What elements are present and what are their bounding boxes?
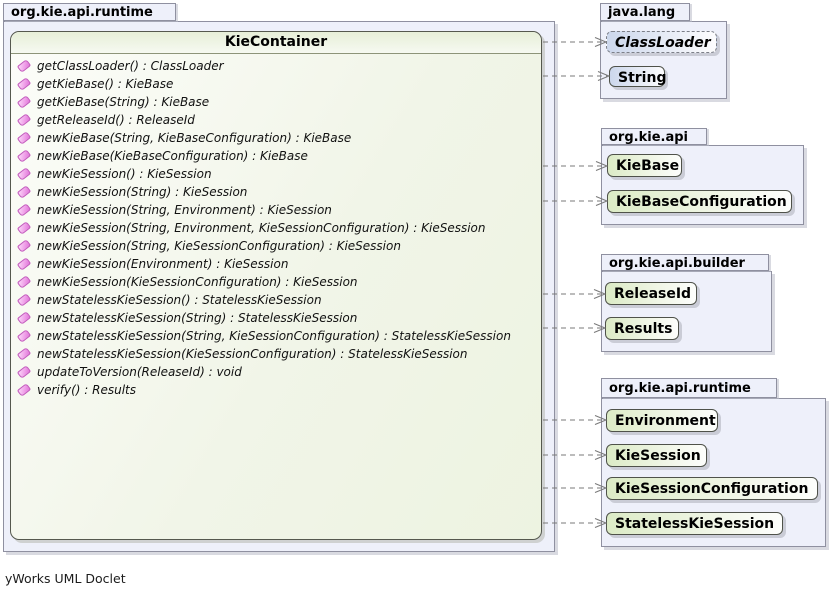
method-list: getClassLoader() : ClassLoader getKieBas…	[11, 54, 541, 399]
method-signature: newKieSession(String) : KieSession	[37, 185, 248, 199]
method-icon	[16, 365, 32, 379]
method-icon	[16, 167, 32, 181]
method-signature: newStatelessKieSession(KieSessionConfigu…	[37, 347, 468, 361]
package-tab-org-kie-api-runtime[interactable]: org.kie.api.runtime	[601, 378, 777, 398]
method-icon	[16, 185, 32, 199]
class-title: KieContainer	[11, 32, 541, 54]
method-icon	[16, 113, 32, 127]
method-signature: getReleaseId() : ReleaseId	[37, 113, 195, 127]
method-signature: newKieSession(String, Environment, KieSe…	[37, 221, 486, 235]
method-signature: newKieBase(String, KieBaseConfiguration)…	[37, 131, 352, 145]
type-name: ClassLoader	[615, 35, 711, 51]
method-item[interactable]: newKieSession(String, KieSessionConfigur…	[11, 237, 541, 255]
package-name: org.kie.api.runtime	[609, 381, 751, 396]
method-item[interactable]: newKieSession() : KieSession	[11, 165, 541, 183]
method-icon	[16, 77, 32, 91]
method-item[interactable]: newStatelessKieSession(String, KieSessio…	[11, 327, 541, 345]
type-box-statelesskiesession[interactable]: StatelessKieSession	[606, 512, 783, 535]
method-item[interactable]: updateToVersion(ReleaseId) : void	[11, 363, 541, 381]
method-icon	[16, 275, 32, 289]
method-item[interactable]: newStatelessKieSession(String) : Statele…	[11, 309, 541, 327]
class-box-kiecontainer: KieContainer getClassLoader() : ClassLoa…	[10, 31, 542, 540]
type-name: ReleaseId	[614, 286, 692, 302]
package-tab-main[interactable]: org.kie.api.runtime	[3, 3, 176, 21]
type-box-kiebaseconfiguration[interactable]: KieBaseConfiguration	[607, 190, 792, 213]
type-name: KieBaseConfiguration	[616, 194, 787, 210]
type-box-kiesessionconfiguration[interactable]: KieSessionConfiguration	[606, 477, 818, 500]
method-icon	[16, 95, 32, 109]
method-item[interactable]: newKieBase(String, KieBaseConfiguration)…	[11, 129, 541, 147]
method-signature: getKieBase(String) : KieBase	[37, 95, 210, 109]
method-item[interactable]: getKieBase() : KieBase	[11, 75, 541, 93]
method-icon	[16, 329, 32, 343]
method-icon	[16, 347, 32, 361]
method-item[interactable]: verify() : Results	[11, 381, 541, 399]
method-icon	[16, 203, 32, 217]
type-box-environment[interactable]: Environment	[606, 409, 718, 432]
type-name: Results	[614, 321, 673, 337]
method-icon	[16, 221, 32, 235]
package-name: org.kie.api.builder	[609, 256, 745, 271]
method-icon	[16, 257, 32, 271]
method-signature: verify() : Results	[37, 383, 136, 397]
method-item[interactable]: getClassLoader() : ClassLoader	[11, 57, 541, 75]
method-item[interactable]: newKieSession(String, Environment, KieSe…	[11, 219, 541, 237]
method-item[interactable]: newKieSession(Environment) : KieSession	[11, 255, 541, 273]
type-box-string[interactable]: String	[609, 66, 667, 87]
method-icon	[16, 239, 32, 253]
type-box-results[interactable]: Results	[605, 317, 679, 340]
type-name: KieSession	[615, 448, 701, 464]
method-icon	[16, 311, 32, 325]
method-signature: newKieSession(String, Environment) : Kie…	[37, 203, 332, 217]
type-name: KieBase	[616, 158, 680, 174]
method-item[interactable]: newStatelessKieSession(KieSessionConfigu…	[11, 345, 541, 363]
method-icon	[16, 293, 32, 307]
package-tab-org-kie-api[interactable]: org.kie.api	[601, 128, 707, 145]
method-signature: getKieBase() : KieBase	[37, 77, 174, 91]
method-item[interactable]: newStatelessKieSession() : StatelessKieS…	[11, 291, 541, 309]
method-icon	[16, 149, 32, 163]
type-name: Environment	[615, 413, 716, 429]
method-signature: updateToVersion(ReleaseId) : void	[37, 365, 242, 379]
method-icon	[16, 131, 32, 145]
method-signature: newKieSession(String, KieSessionConfigur…	[37, 239, 401, 253]
method-signature: newKieSession(Environment) : KieSession	[37, 257, 289, 271]
type-box-kiebase[interactable]: KieBase	[607, 154, 682, 177]
type-name: KieSessionConfiguration	[615, 481, 809, 497]
type-box-kiesession[interactable]: KieSession	[606, 444, 707, 467]
package-name: java.lang	[608, 5, 676, 20]
type-box-classloader[interactable]: ClassLoader	[606, 31, 717, 53]
type-name: StatelessKieSession	[615, 516, 775, 532]
doclet-credit: yWorks UML Doclet	[5, 571, 126, 586]
package-name: org.kie.api.runtime	[11, 5, 153, 20]
method-signature: newKieSession(KieSessionConfiguration) :…	[37, 275, 358, 289]
method-signature: newStatelessKieSession() : StatelessKieS…	[37, 293, 322, 307]
type-box-releaseid[interactable]: ReleaseId	[605, 282, 697, 305]
type-name: String	[618, 70, 667, 86]
method-item[interactable]: newKieSession(String) : KieSession	[11, 183, 541, 201]
method-signature: newStatelessKieSession(String, KieSessio…	[37, 329, 511, 343]
method-signature: getClassLoader() : ClassLoader	[37, 59, 224, 73]
method-item[interactable]: newKieSession(String, Environment) : Kie…	[11, 201, 541, 219]
method-signature: newKieBase(KieBaseConfiguration) : KieBa…	[37, 149, 308, 163]
method-signature: newStatelessKieSession(String) : Statele…	[37, 311, 358, 325]
package-tab-org-kie-api-builder[interactable]: org.kie.api.builder	[601, 254, 769, 271]
method-icon	[16, 59, 32, 73]
method-icon	[16, 383, 32, 397]
package-tab-java-lang[interactable]: java.lang	[600, 3, 690, 21]
method-item[interactable]: getKieBase(String) : KieBase	[11, 93, 541, 111]
package-name: org.kie.api	[609, 130, 688, 145]
method-item[interactable]: getReleaseId() : ReleaseId	[11, 111, 541, 129]
method-item[interactable]: newKieBase(KieBaseConfiguration) : KieBa…	[11, 147, 541, 165]
method-item[interactable]: newKieSession(KieSessionConfiguration) :…	[11, 273, 541, 291]
method-signature: newKieSession() : KieSession	[37, 167, 212, 181]
